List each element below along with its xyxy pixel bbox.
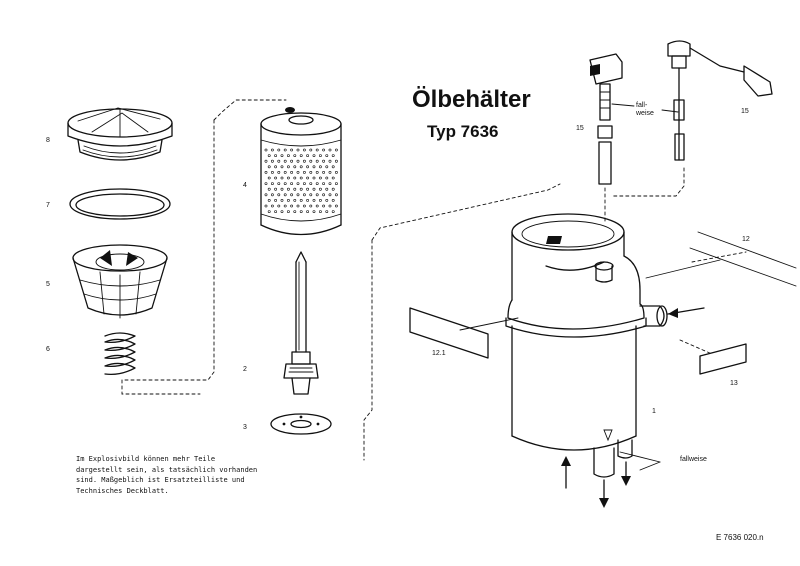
level-sensor-left bbox=[589, 53, 623, 225]
explosion-note: Im Explosivbild können mehr Teile darges… bbox=[76, 455, 258, 495]
callout-7: 7 bbox=[46, 202, 50, 209]
title-line2: Typ 7636 bbox=[427, 122, 499, 141]
drawing-reference: E 7636 020.n bbox=[716, 533, 764, 542]
callout-fallweise-bottom: fallweise bbox=[680, 456, 707, 463]
callout-13: 13 bbox=[730, 380, 738, 387]
center-pipe bbox=[283, 251, 319, 395]
spring bbox=[104, 332, 136, 376]
callout-12-1: 12.1 bbox=[432, 350, 446, 357]
callout-6: 6 bbox=[46, 346, 50, 353]
callout-5: 5 bbox=[46, 281, 50, 288]
callout-4: 4 bbox=[243, 182, 247, 189]
callout-fallweise-top: fall- weise bbox=[636, 102, 654, 117]
flow-arrows bbox=[561, 307, 705, 508]
bracket-right bbox=[645, 231, 797, 287]
callout-3: 3 bbox=[243, 424, 247, 431]
callout-1: 1 bbox=[652, 408, 656, 415]
bracket-lower bbox=[679, 339, 747, 375]
callout-15-right: 15 bbox=[741, 108, 749, 115]
filler-cap bbox=[67, 107, 173, 161]
bracket-left bbox=[409, 307, 519, 359]
level-sensor-right bbox=[611, 40, 773, 197]
filter-cartridge bbox=[260, 107, 342, 236]
washer bbox=[270, 413, 332, 435]
gasket-ring bbox=[69, 188, 171, 220]
callout-8: 8 bbox=[46, 137, 50, 144]
callout-2: 2 bbox=[243, 366, 247, 373]
title-line1: Ölbehälter bbox=[412, 86, 531, 113]
oil-tank bbox=[505, 213, 668, 478]
callout-15-left: 15 bbox=[576, 125, 584, 132]
callout-12: 12 bbox=[742, 236, 750, 243]
strainer-bowl bbox=[72, 244, 168, 319]
